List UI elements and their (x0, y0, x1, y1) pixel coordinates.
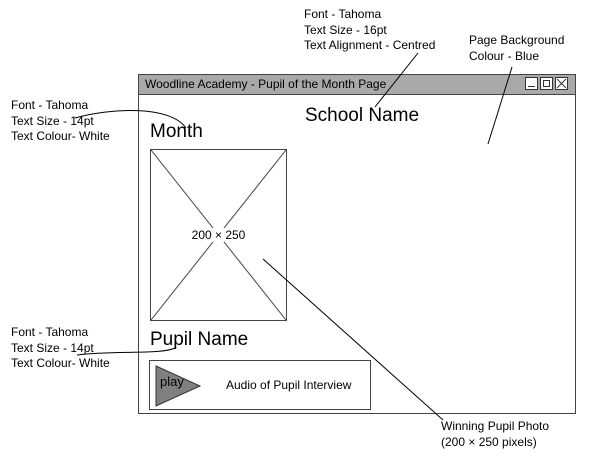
pupil-photo-placeholder: 200 × 250 (150, 149, 287, 321)
close-icon (556, 78, 567, 89)
annotation-photo: Winning Pupil Photo (200 × 250 pixels) (441, 419, 550, 449)
month-heading: Month (150, 121, 203, 142)
minimize-button[interactable] (525, 77, 538, 90)
app-window: Woodline Academy - Pupil of the Month Pa… (138, 74, 576, 414)
window-title: Woodline Academy - Pupil of the Month Pa… (145, 77, 387, 91)
audio-description: Audio of Pupil Interview (226, 378, 352, 392)
pupil-name-heading: Pupil Name (150, 329, 249, 350)
photo-size-label: 200 × 250 (188, 228, 249, 242)
audio-player: play Audio of Pupil Interview (149, 360, 371, 410)
annotation-pupil-name: Font - Tahoma Text Size - 14pt Text Colo… (11, 325, 110, 370)
title-bar[interactable]: Woodline Academy - Pupil of the Month Pa… (139, 75, 575, 95)
annotation-school-name: Font - Tahoma Text Size - 16pt Text Alig… (304, 7, 436, 52)
play-icon[interactable] (155, 365, 205, 407)
close-button[interactable] (555, 77, 568, 90)
play-button-label[interactable]: play (160, 374, 184, 389)
annotation-month: Font - Tahoma Text Size - 14pt Text Colo… (11, 98, 110, 143)
maximize-button[interactable] (540, 77, 553, 90)
school-name-heading: School Name (305, 105, 420, 126)
annotation-page-background: Page Background Colour - Blue (469, 33, 565, 63)
